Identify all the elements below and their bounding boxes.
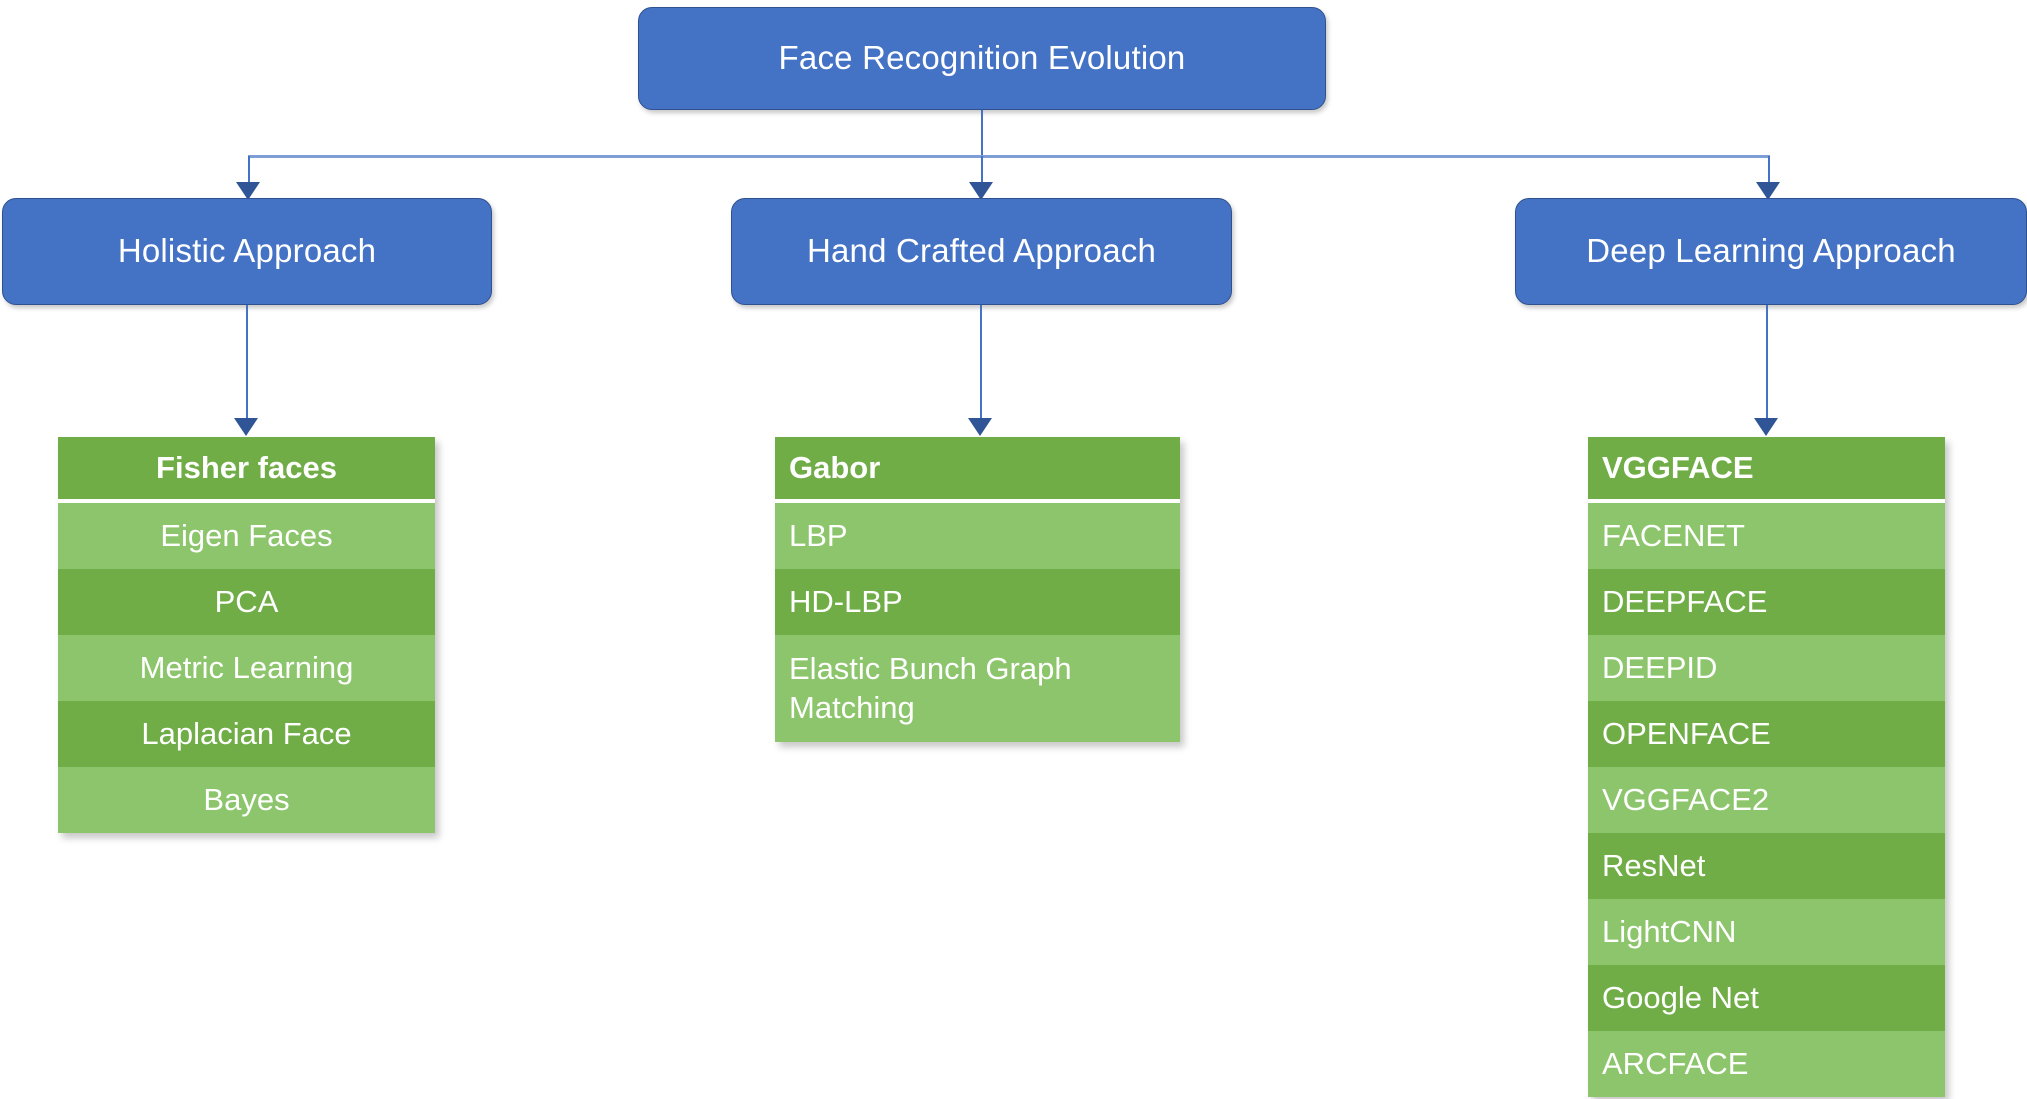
list-item[interactable]: VGGFACE2 [1588, 767, 1945, 833]
list-item[interactable]: DEEPFACE [1588, 569, 1945, 635]
list-item[interactable]: OPENFACE [1588, 701, 1945, 767]
list-item[interactable]: VGGFACE [1588, 437, 1945, 503]
list-item[interactable]: HD-LBP [775, 569, 1180, 635]
connector-stem-holistic [246, 305, 248, 420]
arrowhead-handcrafted-list-icon [968, 418, 992, 436]
list-item[interactable]: Laplacian Face [58, 701, 435, 767]
arrowhead-deeplearning-icon [1756, 182, 1780, 200]
arrowhead-handcrafted-icon [969, 182, 993, 200]
list-item[interactable]: Elastic Bunch Graph Matching [775, 635, 1180, 742]
arrowhead-deeplearning-list-icon [1754, 418, 1778, 436]
list-item[interactable]: Eigen Faces [58, 503, 435, 569]
node-hand-crafted-approach[interactable]: Hand Crafted Approach [731, 198, 1232, 305]
node-label: Holistic Approach [117, 232, 377, 270]
list-item[interactable]: DEEPID [1588, 635, 1945, 701]
connector-stem-deeplearning [1766, 305, 1768, 420]
list-item[interactable]: Metric Learning [58, 635, 435, 701]
list-deeplearning-methods: VGGFACE FACENET DEEPFACE DEEPID OPENFACE… [1588, 437, 1945, 1097]
connector-horizontal-bus [248, 155, 1770, 158]
connector-drop-deeplearning [1768, 156, 1770, 186]
list-item[interactable]: LightCNN [1588, 899, 1945, 965]
node-face-recognition-evolution[interactable]: Face Recognition Evolution [638, 7, 1326, 110]
list-item[interactable]: ARCFACE [1588, 1031, 1945, 1097]
list-item[interactable]: ResNet [1588, 833, 1945, 899]
connector-stem-handcrafted [980, 305, 982, 420]
connector-drop-holistic [248, 156, 250, 186]
list-item[interactable]: Fisher faces [58, 437, 435, 503]
list-handcrafted-methods: Gabor LBP HD-LBP Elastic Bunch Graph Mat… [775, 437, 1180, 742]
list-item[interactable]: Google Net [1588, 965, 1945, 1031]
connector-drop-handcrafted [981, 156, 983, 186]
node-label: Face Recognition Evolution [778, 39, 1186, 77]
list-item[interactable]: Gabor [775, 437, 1180, 503]
connector-root-vertical [981, 110, 983, 156]
list-item[interactable]: PCA [58, 569, 435, 635]
arrowhead-holistic-icon [236, 182, 260, 200]
node-label: Hand Crafted Approach [806, 232, 1157, 270]
list-item[interactable]: Bayes [58, 767, 435, 833]
list-holistic-methods: Fisher faces Eigen Faces PCA Metric Lear… [58, 437, 435, 833]
list-item[interactable]: LBP [775, 503, 1180, 569]
node-deep-learning-approach[interactable]: Deep Learning Approach [1515, 198, 2027, 305]
node-label: Deep Learning Approach [1586, 232, 1956, 270]
list-item[interactable]: FACENET [1588, 503, 1945, 569]
arrowhead-holistic-list-icon [234, 418, 258, 436]
node-holistic-approach[interactable]: Holistic Approach [2, 198, 492, 305]
